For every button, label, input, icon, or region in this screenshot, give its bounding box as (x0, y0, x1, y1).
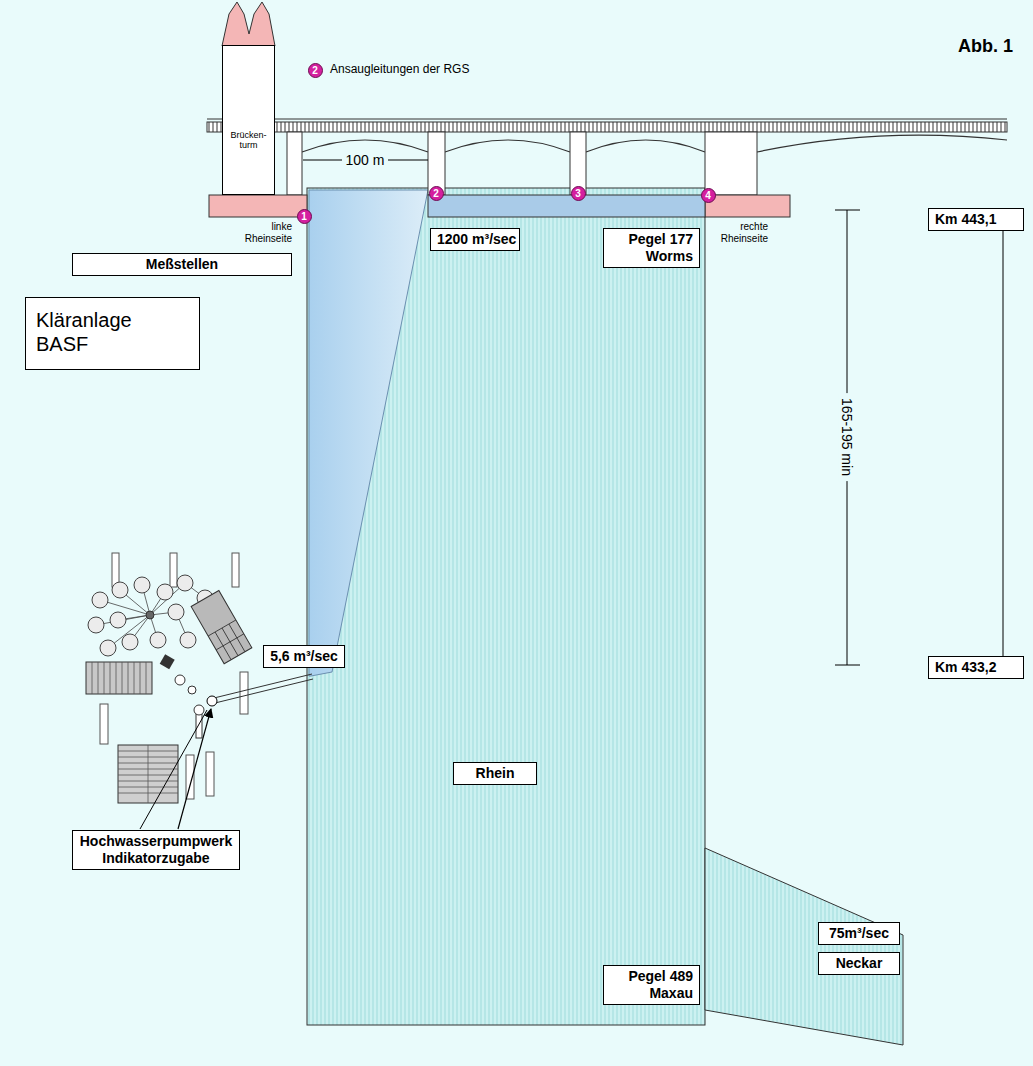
callout-number: 3 (571, 186, 586, 201)
callout-number: 2 (308, 63, 323, 78)
bridge-handrail (207, 119, 1007, 120)
tank (122, 634, 138, 650)
figure-number: Abb. 1 (958, 36, 1013, 57)
tank (150, 632, 166, 648)
node-text: Km 443,1 (935, 211, 1017, 228)
tank (157, 584, 173, 600)
bridge-deck (207, 122, 1007, 132)
node-text: 75m³/sec (825, 925, 893, 942)
tower-spires (222, 2, 275, 46)
pump-head (194, 705, 204, 715)
node-text: Km 433,2 (935, 659, 1017, 676)
km-box: Km 443,1 (928, 208, 1024, 231)
node-text: Brücken- turm (225, 130, 272, 150)
rhine-river (307, 188, 705, 1025)
plant-box: Kläranlage BASF (25, 297, 200, 370)
km-box: Km 433,2 (928, 656, 1024, 679)
bridge-abutment (705, 132, 757, 195)
node-text: Pegel 489 Maxau (610, 968, 693, 1002)
clarifier-block (191, 591, 252, 664)
bank-label: rechte Rheinseite (706, 221, 768, 245)
station-box: Hochwasserpumpwerk Indikatorzugabe (72, 830, 240, 870)
bridge-arches (302, 135, 1007, 152)
node-text: 1200 m³/sec (437, 231, 513, 248)
tank (88, 617, 104, 633)
discharge-pipe (214, 674, 313, 703)
plant-tag (232, 553, 239, 587)
right-bank (705, 195, 790, 217)
node-text: Pegel 177 Worms (610, 231, 693, 265)
plant-tag (206, 752, 214, 796)
tank (168, 604, 184, 620)
time-dimension (835, 210, 860, 665)
pointer-arrow (178, 709, 211, 829)
tank (180, 632, 196, 648)
callout-number: 2 (429, 186, 444, 201)
plant-tag (170, 553, 177, 587)
tank (177, 575, 193, 591)
left-bank (209, 195, 307, 217)
small-tank (188, 686, 196, 694)
neckar-river (705, 848, 903, 1045)
tank (100, 640, 116, 656)
bridge-tower: Brücken- turm (222, 45, 275, 195)
node-text: Neckar (825, 955, 893, 972)
dimension-label: 100 m (342, 152, 389, 168)
plant-tag (100, 704, 108, 744)
node-text: 5,6 m³/sec (270, 648, 338, 665)
river-name-box: Neckar (818, 952, 900, 975)
travel-time-label: 165-195 min (839, 393, 855, 481)
plant-pipes (96, 583, 205, 648)
flow-box: 5,6 m³/sec (263, 645, 345, 668)
basin-grid (92, 662, 146, 694)
section-box: Meßstellen (72, 253, 292, 276)
clarifier-grid (208, 620, 252, 664)
flow-box: 75m³/sec (818, 922, 900, 945)
river-name-box: Rhein (453, 762, 537, 785)
legend-row: Ansaugleitungen der RGS (330, 62, 469, 76)
treatment-plant (86, 553, 252, 803)
tank (112, 582, 128, 598)
node-text: Meßstellen (79, 256, 285, 273)
clarifier-block-body (191, 591, 252, 664)
bridge-pillar (287, 132, 302, 195)
tank (134, 577, 150, 593)
small-tank (175, 675, 185, 685)
flow-box: 1200 m³/sec (430, 228, 520, 251)
callout-number: 1 (297, 209, 312, 224)
plant-building (118, 745, 178, 803)
plant-tag (240, 672, 248, 714)
legend-text: Ansaugleitungen der RGS (330, 62, 469, 76)
basin-block (86, 662, 152, 694)
effluent-plume (309, 190, 428, 676)
plant-unit (160, 654, 175, 669)
gauge-box: Pegel 177 Worms (603, 228, 700, 268)
high-water-pump (207, 696, 217, 706)
distribution-hub (146, 611, 154, 619)
callout-number: 4 (701, 188, 716, 203)
node-text: Rhein (460, 765, 530, 782)
km-dimension (1003, 230, 1004, 656)
tank (92, 592, 108, 608)
building-grid (118, 745, 178, 803)
tank (110, 612, 126, 628)
gauge-box: Pegel 489 Maxau (603, 965, 700, 1005)
pointer-line (140, 710, 207, 829)
node-text: Hochwasserpumpwerk Indikatorzugabe (79, 833, 233, 867)
node-text: Kläranlage BASF (36, 308, 141, 356)
bank-label: linke Rheinseite (226, 221, 292, 245)
mixed-zone-band (428, 195, 705, 217)
